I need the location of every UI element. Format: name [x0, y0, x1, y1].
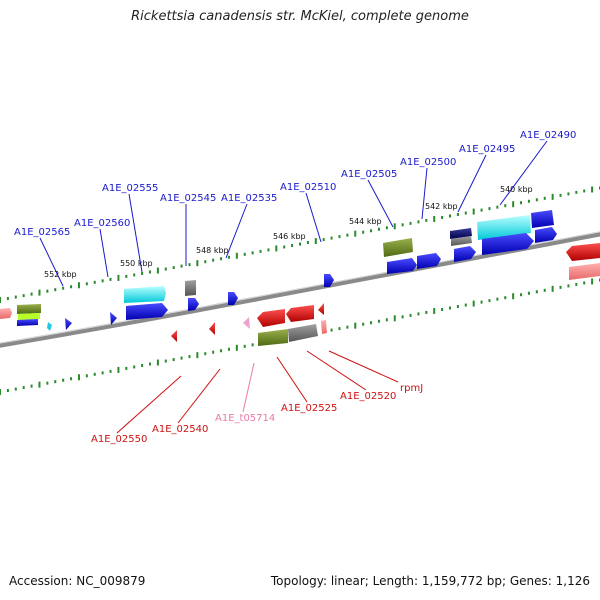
gene-feature[interactable]: [451, 236, 472, 246]
genome-title: Rickettsia canadensis str. McKiel, compl…: [131, 9, 469, 24]
gene-feature[interactable]: [477, 215, 531, 240]
ruler-label: 542 kbp: [425, 202, 458, 211]
gene-label[interactable]: A1E_02550: [91, 434, 147, 445]
leader-line: [328, 350, 399, 383]
gene-label[interactable]: A1E_t05714: [215, 413, 275, 424]
leader-line: [499, 140, 548, 206]
gene-feature[interactable]: [124, 286, 166, 303]
gene-feature[interactable]: [531, 210, 554, 228]
leader-line: [242, 362, 255, 413]
gene-feature[interactable]: [228, 292, 238, 305]
gene-feature[interactable]: [417, 253, 441, 269]
gene-label[interactable]: A1E_02555: [102, 183, 158, 194]
gene-feature[interactable]: [454, 246, 476, 262]
gene-features: [0, 210, 600, 346]
gene-feature[interactable]: [209, 322, 215, 335]
gene-label[interactable]: A1E_02520: [340, 391, 396, 402]
genome-stats-text: Topology: linear; Length: 1,159,772 bp; …: [270, 574, 590, 588]
gene-label[interactable]: A1E_02525: [281, 403, 337, 414]
gene-feature[interactable]: [126, 303, 168, 320]
gene-feature[interactable]: [324, 274, 334, 287]
gene-feature[interactable]: [286, 305, 314, 322]
gene-label[interactable]: A1E_02490: [520, 130, 576, 141]
gene-feature[interactable]: [450, 228, 472, 239]
accession-text: Accession: NC_009879: [9, 574, 146, 588]
genome-backbone: [0, 231, 600, 348]
gene-feature[interactable]: [482, 233, 534, 255]
gene-feature[interactable]: [569, 263, 600, 280]
gene-feature[interactable]: [188, 298, 199, 311]
ruler-label: 550 kbp: [120, 259, 153, 268]
gene-label[interactable]: A1E_02565: [14, 227, 70, 238]
gene-label[interactable]: A1E_02560: [74, 218, 130, 229]
gene-label[interactable]: A1E_02545: [160, 193, 216, 204]
gene-feature[interactable]: [17, 304, 41, 314]
gene-feature[interactable]: [318, 303, 324, 315]
leader-line: [276, 356, 308, 403]
ruler-label: 546 kbp: [273, 232, 306, 241]
ruler-label: 544 kbp: [349, 217, 382, 226]
leader-line: [99, 228, 109, 278]
leader-line: [177, 368, 221, 424]
gene-feature[interactable]: [0, 308, 12, 319]
ruler-labels: 552 kbp 550 kbp 548 kbp 546 kbp 544 kbp 542 k…: [44, 185, 533, 279]
gene-label[interactable]: A1E_02500: [400, 157, 456, 168]
gene-feature[interactable]: [566, 243, 600, 261]
gene-label[interactable]: A1E_02495: [459, 144, 515, 155]
gene-feature[interactable]: [321, 320, 327, 334]
leader-line: [225, 203, 248, 259]
gene-label[interactable]: A1E_02535: [221, 193, 277, 204]
gene-feature[interactable]: [535, 227, 557, 243]
gene-feature[interactable]: [110, 312, 117, 325]
leader-line: [128, 193, 143, 273]
gene-feature[interactable]: [288, 324, 318, 342]
gene-feature[interactable]: [47, 322, 52, 331]
ruler-label: 552 kbp: [44, 270, 77, 279]
ruler-label: 548 kbp: [196, 246, 229, 255]
gene-feature[interactable]: [243, 317, 250, 329]
gene-feature[interactable]: [18, 313, 40, 320]
leader-line: [116, 375, 182, 434]
gene-feature[interactable]: [257, 309, 285, 327]
gene-label[interactable]: A1E_02540: [152, 424, 208, 435]
gene-label[interactable]: A1E_02510: [280, 182, 336, 193]
gene-label[interactable]: A1E_02505: [341, 169, 397, 180]
gene-feature[interactable]: [185, 280, 196, 296]
gene-label[interactable]: rpmJ: [400, 383, 423, 394]
gene-feature[interactable]: [387, 258, 417, 274]
leader-line: [367, 179, 394, 228]
label-leader-lines: [39, 140, 548, 434]
leader-line: [421, 167, 428, 220]
leader-line: [306, 350, 367, 391]
gene-feature[interactable]: [171, 330, 177, 342]
gene-feature[interactable]: [258, 329, 288, 346]
gene-feature[interactable]: [383, 238, 413, 257]
gene-feature[interactable]: [17, 319, 38, 326]
leader-line: [39, 237, 64, 287]
leader-line: [457, 154, 487, 213]
ruler-label: 540 kbp: [500, 185, 533, 194]
leader-line: [305, 192, 322, 243]
gene-feature[interactable]: [65, 318, 72, 330]
